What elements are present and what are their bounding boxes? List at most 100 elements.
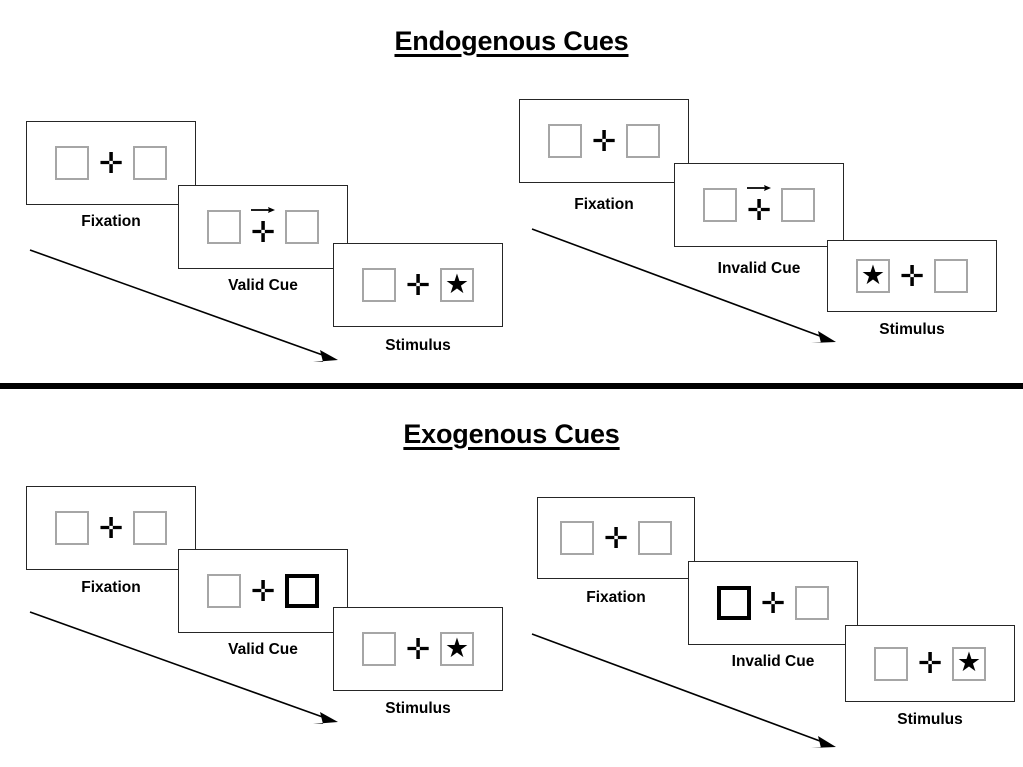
- section-title-endogenous: Endogenous Cues: [394, 26, 629, 56]
- fixation-cross-icon: ✛: [917, 646, 943, 680]
- right-box-slot: [132, 145, 168, 181]
- fixation-cross-icon: ✛: [746, 192, 772, 227]
- left-box-slot: [702, 187, 738, 223]
- frame-endogenous-invalid-fixation[interactable]: ✛: [519, 99, 689, 183]
- time-arrow-endogenous-valid: [29, 249, 338, 362]
- left-box-slot: [716, 585, 752, 621]
- right-box-slot: [637, 520, 673, 556]
- right-box-slot: [794, 585, 830, 621]
- left-box: [560, 521, 594, 555]
- right-box: [133, 146, 167, 180]
- star-target-icon: ★: [444, 268, 470, 299]
- left-box-slot: [547, 123, 583, 159]
- frame-label-endogenous-valid-cue: Valid Cue: [228, 277, 298, 294]
- frame-exogenous-invalid-stimulus[interactable]: ✛ ★: [845, 625, 1015, 702]
- frame-endogenous-valid-stimulus[interactable]: ✛ ★: [333, 243, 503, 327]
- left-box: [55, 146, 89, 180]
- frame-content: ✛ ★: [334, 608, 502, 690]
- section-title-exogenous: Exogenous Cues: [403, 419, 620, 449]
- right-box: [781, 188, 815, 222]
- fixation-cross-icon: ✛: [603, 520, 629, 555]
- center-slot: ✛: [583, 119, 625, 163]
- right-box-slot: [284, 209, 320, 245]
- frame-content: ✛: [179, 550, 347, 632]
- right-box-slot: [625, 123, 661, 159]
- left-box: [874, 646, 908, 681]
- left-box-slot: [559, 520, 595, 556]
- fixation-cross-icon: ✛: [760, 585, 786, 620]
- fixation-cross-icon: ✛: [98, 145, 124, 180]
- star-target-icon: ★: [860, 259, 886, 290]
- cue-arrow-right-icon: [747, 185, 771, 191]
- cue-arrow-right-icon: [251, 207, 275, 213]
- right-box-slot: ★: [439, 267, 475, 303]
- right-box-slot: ★: [439, 631, 475, 667]
- frame-content: ✛: [689, 562, 857, 644]
- frame-exogenous-valid-stimulus[interactable]: ✛ ★: [333, 607, 503, 691]
- frame-endogenous-valid-fixation[interactable]: ✛: [26, 121, 196, 205]
- frame-content: ✛: [520, 100, 688, 182]
- time-arrow-endogenous-invalid: [531, 228, 836, 343]
- center-slot: ✛: [891, 254, 933, 298]
- left-box-highlighted-cue: [717, 586, 751, 620]
- frame-label-exogenous-invalid-cue: Invalid Cue: [731, 653, 815, 670]
- left-box-slot: [54, 145, 90, 181]
- fixation-cross-icon: ✛: [405, 631, 431, 666]
- frame-exogenous-valid-fixation[interactable]: ✛: [26, 486, 196, 570]
- left-box-slot: ★: [855, 258, 891, 294]
- frame-label-endogenous-valid-fixation: Fixation: [81, 213, 141, 230]
- fixation-cross-icon: ✛: [899, 258, 925, 293]
- frame-content: ✛ ★: [334, 244, 502, 326]
- frame-content: ✛: [27, 487, 195, 569]
- right-box: [626, 124, 660, 158]
- right-box: ★: [440, 268, 474, 302]
- center-slot: ✛: [90, 506, 132, 550]
- frame-content: ✛: [538, 498, 694, 578]
- fixation-cross-icon: ✛: [591, 123, 617, 158]
- frame-endogenous-valid-cue[interactable]: ✛: [178, 185, 348, 269]
- left-box-slot: [54, 510, 90, 546]
- right-box-highlighted-cue: [285, 574, 319, 608]
- right-box-slot: ★: [951, 646, 987, 682]
- center-slot: ✛: [397, 627, 439, 671]
- frame-exogenous-invalid-fixation[interactable]: ✛: [537, 497, 695, 579]
- right-box: [934, 259, 968, 293]
- right-box-slot: [780, 187, 816, 223]
- right-box-slot: [933, 258, 969, 294]
- left-box-slot: [206, 573, 242, 609]
- fixation-cross-icon: ✛: [250, 214, 276, 249]
- fixation-cross-icon: ✛: [405, 267, 431, 302]
- left-box: [548, 124, 582, 158]
- time-arrow-exogenous-invalid: [531, 633, 836, 748]
- left-box: [207, 210, 241, 244]
- frame-label-endogenous-invalid-stimulus: Stimulus: [879, 321, 945, 338]
- center-slot: ✛: [90, 141, 132, 185]
- left-box-slot: [361, 631, 397, 667]
- frame-exogenous-valid-cue[interactable]: ✛: [178, 549, 348, 633]
- right-box: [638, 521, 672, 555]
- center-slot: ✛: [242, 569, 284, 613]
- frame-exogenous-invalid-cue[interactable]: ✛: [688, 561, 858, 645]
- frame-endogenous-invalid-cue[interactable]: ✛: [674, 163, 844, 247]
- right-box: [285, 210, 319, 244]
- time-arrow-exogenous-valid: [29, 611, 338, 724]
- left-box-slot: [361, 267, 397, 303]
- center-slot: ✛: [397, 263, 439, 307]
- right-box-slot: [284, 573, 320, 609]
- left-box: [362, 632, 396, 666]
- frame-label-endogenous-invalid-cue: Invalid Cue: [717, 260, 801, 277]
- frame-content: ★ ✛: [828, 241, 996, 311]
- frame-endogenous-invalid-stimulus[interactable]: ★ ✛: [827, 240, 997, 312]
- center-slot: ✛: [595, 516, 637, 560]
- right-box-slot: [132, 510, 168, 546]
- center-slot: ✛: [738, 183, 780, 227]
- left-box-slot: [206, 209, 242, 245]
- section-divider: [0, 383, 1023, 389]
- frame-label-exogenous-invalid-fixation: Fixation: [586, 589, 646, 606]
- left-box: [55, 511, 89, 545]
- left-box: [207, 574, 241, 608]
- frame-content: ✛ ★: [846, 626, 1014, 701]
- right-box: ★: [440, 632, 474, 666]
- right-box: [795, 586, 829, 620]
- fixation-cross-icon: ✛: [98, 510, 124, 545]
